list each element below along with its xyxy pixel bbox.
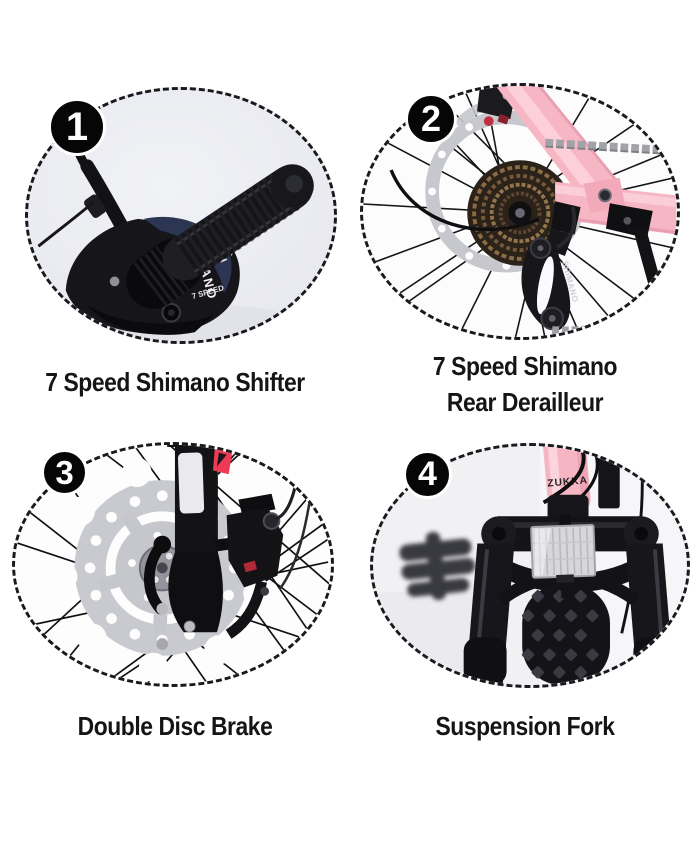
feature-cell-suspension-fork: ZUKKA (350, 428, 700, 855)
caption-suspension-fork: Suspension Fork (435, 711, 615, 741)
knobby-tire (521, 584, 610, 685)
zukka-logo-text: ZUKKA (547, 475, 589, 490)
reflector (530, 524, 597, 583)
badge-number: 4 (418, 455, 437, 493)
caption-derailleur: 7 Speed Shimano Rear Derailleur (432, 351, 618, 417)
disc-brake-photo-circle (12, 442, 334, 687)
feature-cell-shifter: SHIMANO 7 SPEED (0, 0, 350, 428)
badge-number: 3 (55, 453, 74, 491)
quick-release-lever (144, 535, 172, 615)
number-badge-3: 3 (41, 449, 88, 496)
badge-number: 2 (420, 98, 442, 139)
feature-cell-derailleur: SHIMANO 2 7 Speed Shimano Rear Derailleu… (350, 0, 700, 428)
fork-leg (167, 445, 233, 633)
feature-cell-disc-brake: 3 Double Disc Brake (0, 428, 350, 855)
badge-number: 1 (65, 104, 89, 149)
disc-brake-photo-illustration (15, 445, 331, 684)
number-badge-2: 2 (405, 93, 457, 145)
caption-disc-brake: Double Disc Brake (77, 711, 273, 741)
derailleur-photo-illustration: SHIMANO (363, 86, 677, 337)
cable-guide-box (598, 455, 620, 509)
pedal-silhouette (399, 531, 476, 600)
number-badge-1: 1 (48, 98, 106, 156)
handlebar-grip (162, 164, 314, 281)
chain-top (545, 138, 677, 156)
caption-shifter: 7 Speed Shimano Shifter (45, 367, 305, 397)
brake-caliper (214, 493, 284, 639)
number-badge-4: 4 (403, 450, 452, 499)
